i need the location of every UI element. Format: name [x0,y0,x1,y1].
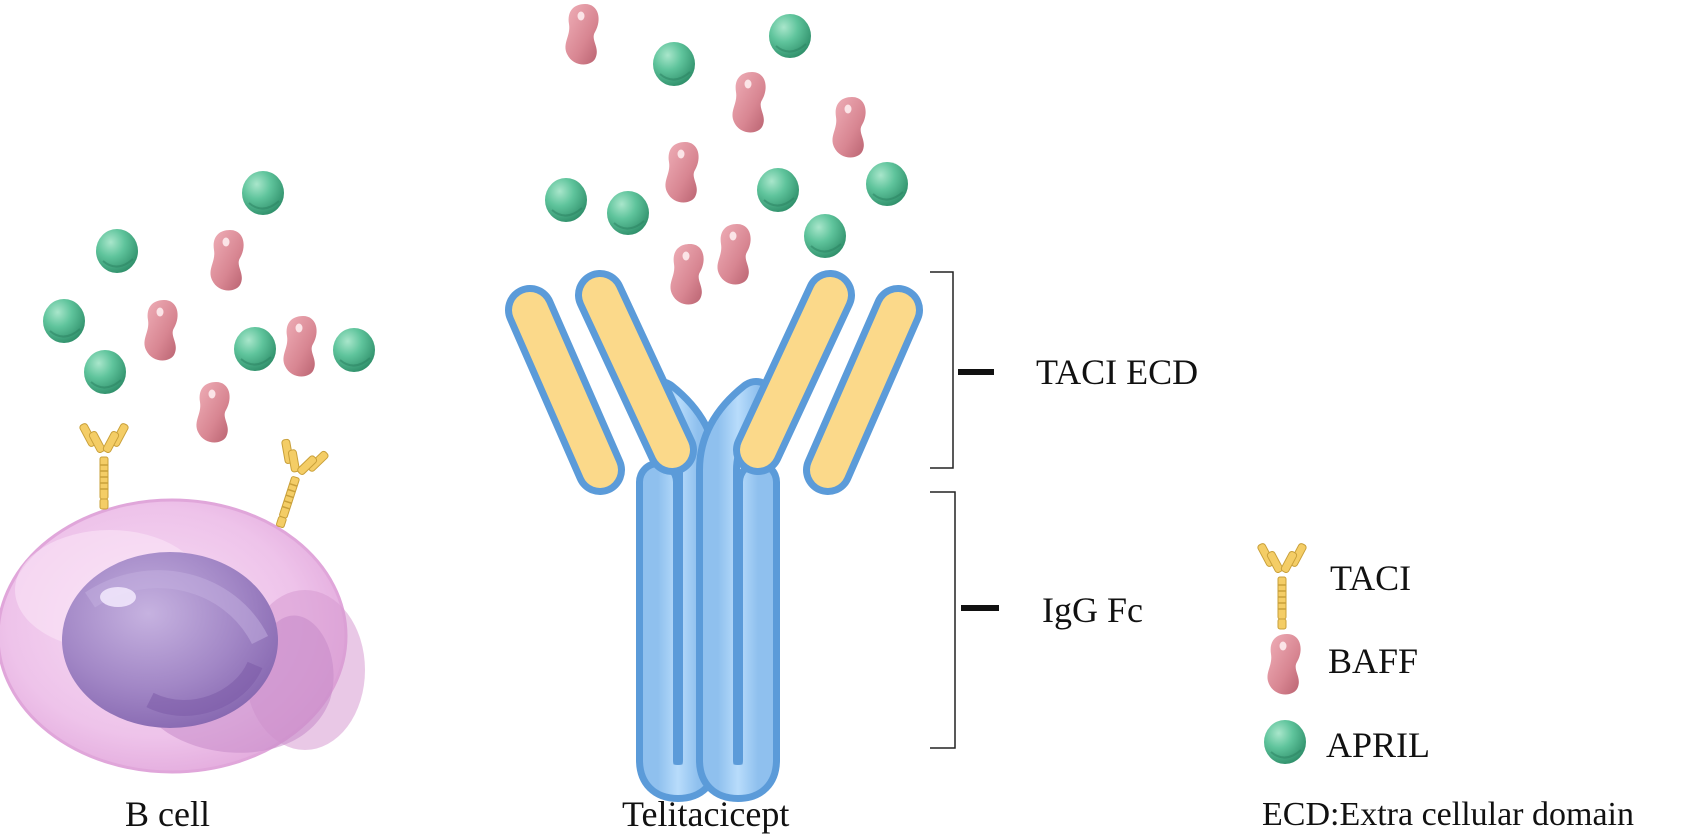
baff-bean-icon [732,72,766,133]
taci-receptor-icon [78,421,130,510]
taci-ecd-label: TACI ECD [1036,352,1199,392]
baff-bean-icon [1267,634,1301,695]
april-sphere-icon [652,41,696,87]
april-sphere-icon [233,326,277,372]
april-sphere-icon [865,161,909,207]
april-sphere-icon [768,13,812,59]
b-cell [0,498,365,774]
april-sphere-icon [83,349,127,395]
april-sphere-icon [42,298,86,344]
baff-bean-icon [144,300,178,361]
baff-bean-icon [665,142,699,203]
baff-bean-icon [565,4,599,65]
april-sphere-icon [241,170,285,216]
baff-bean-icon [210,230,244,291]
taci-ecd-bracket [930,271,954,469]
igg-fc-label: IgG Fc [1042,590,1143,630]
april-sphere-icon [332,327,376,373]
legend [1256,541,1308,765]
telitacicept-label: Telitacicept [622,794,790,834]
taci-receptor-icon [1256,541,1308,630]
april-sphere-icon [544,177,588,223]
baff-bean-icon [717,224,751,285]
april-sphere-icon [95,228,139,274]
legend-label-april: APRIL [1326,725,1431,765]
abbreviation-note: ECD:Extra cellular domain [1262,796,1634,833]
april-sphere-icon [606,190,650,236]
legend-label-baff: BAFF [1328,641,1419,681]
april-sphere-icon [756,167,800,213]
taci-receptor-icon [255,435,332,536]
baff-bean-icon [196,382,230,443]
taci-ecd-region [505,270,923,495]
april-sphere-icon [803,213,847,259]
april-sphere-icon [1263,719,1307,765]
igg-fc-bracket [930,491,956,749]
baff-bean-icon [832,97,866,158]
igg-fc-pointer [961,605,999,611]
b-cell-label: B cell [125,794,210,834]
telitacicept-molecule [505,270,923,802]
taci-ecd-pointer [958,369,994,375]
baff-bean-icon [670,244,704,305]
nucleus [62,552,278,728]
legend-label-taci: TACI [1330,558,1412,598]
ligands-telitacicept [544,4,909,305]
ligands-b-cell [42,170,376,443]
baff-bean-icon [283,316,317,377]
